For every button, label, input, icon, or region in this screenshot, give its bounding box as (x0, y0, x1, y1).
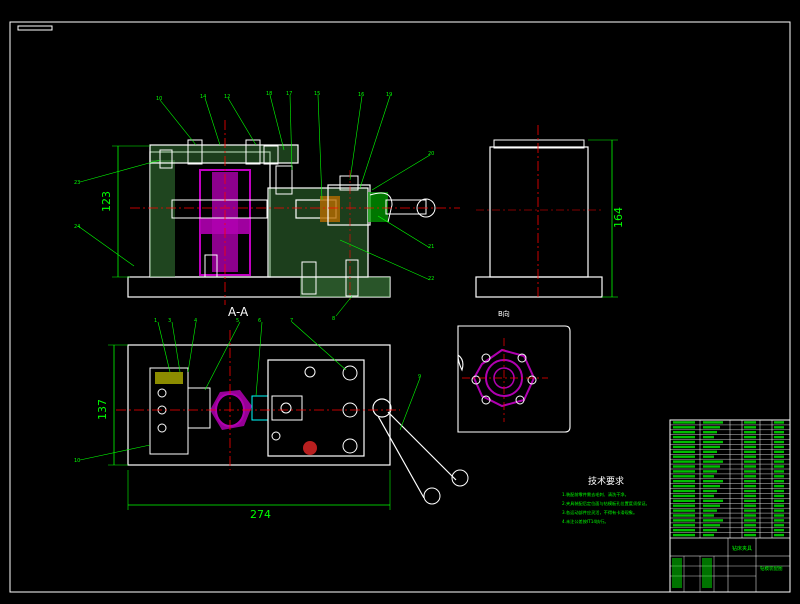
title-block-drawing-no: 钻模装配图 (760, 565, 783, 572)
svg-text:4: 4 (194, 318, 197, 324)
svg-text:7: 7 (290, 318, 293, 324)
tech-req-line: 1.装配前零件需去毛刺、清洗干净。 (562, 491, 629, 498)
detail-view (457, 325, 571, 433)
plan-view: 1 3 4 5 6 7 9 10 (74, 318, 469, 510)
title-block-name: 钻床夹具 (732, 545, 752, 552)
corner-box (17, 25, 53, 31)
svg-text:23: 23 (74, 180, 80, 186)
dim-height-side: 164 (612, 207, 625, 228)
svg-text:19: 19 (386, 92, 392, 98)
view-label: B向 (498, 309, 510, 318)
svg-text:21: 21 (428, 244, 434, 250)
svg-text:12: 12 (224, 94, 230, 100)
svg-text:6: 6 (258, 318, 261, 324)
tech-req-line: 3.各运动部件应灵活，不得有卡滞现象。 (562, 509, 637, 516)
tech-req-line: 4.未注公差按IT14执行。 (562, 518, 609, 525)
svg-text:10: 10 (74, 458, 80, 464)
svg-text:5: 5 (236, 318, 239, 324)
svg-text:22: 22 (428, 276, 434, 282)
svg-text:24: 24 (74, 224, 80, 230)
title-block (669, 419, 791, 593)
dim-width-plan: 274 (250, 508, 271, 521)
svg-text:17: 17 (286, 91, 292, 97)
svg-text:8: 8 (332, 316, 335, 322)
section-label: A-A (228, 305, 249, 319)
svg-text:14: 14 (200, 94, 206, 100)
dim-height-front: 123 (100, 191, 113, 212)
svg-text:15: 15 (314, 91, 320, 97)
side-view (475, 125, 618, 300)
tech-req-line: 2.夹具装配后定位面与钻模板孔位置度须保证。 (562, 500, 650, 507)
tech-req-title: 技术要求 (588, 475, 624, 487)
svg-text:9: 9 (418, 374, 421, 380)
svg-text:1: 1 (154, 318, 157, 324)
svg-text:18: 18 (266, 91, 272, 97)
dim-depth-plan: 137 (96, 399, 109, 420)
svg-text:3: 3 (168, 318, 171, 324)
tech-req-list: 1.装配前零件需去毛刺、清洗干净。 2.夹具装配后定位面与钻模板孔位置度须保证。… (562, 491, 650, 525)
svg-text:10: 10 (156, 96, 162, 102)
outer-frame (9, 21, 791, 593)
svg-text:20: 20 (428, 151, 434, 157)
svg-text:16: 16 (358, 92, 364, 98)
